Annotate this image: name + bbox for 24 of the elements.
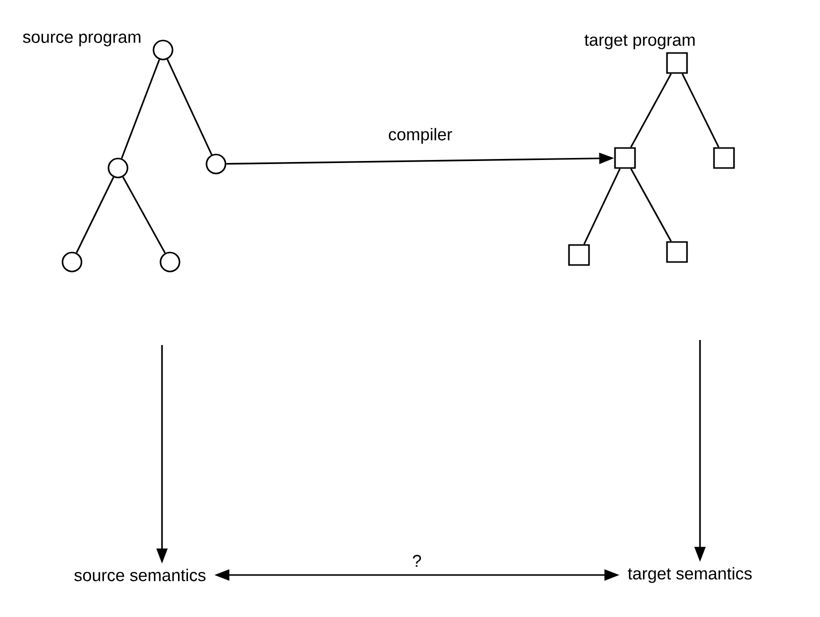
node-circle	[62, 252, 82, 272]
edge-label: compiler	[386, 126, 454, 146]
tree-branch	[122, 176, 166, 254]
tree-branch	[76, 176, 114, 254]
tree-branch	[120, 59, 160, 159]
tree-branch	[630, 168, 672, 242]
node-label: source semantics	[74, 568, 206, 582]
node-circle	[160, 252, 180, 272]
tree-branch	[630, 73, 672, 148]
node-circle	[152, 40, 174, 60]
node-circle	[108, 158, 128, 178]
node-label: target program	[584, 34, 695, 50]
tree-branch	[166, 59, 212, 155]
node-circle	[206, 154, 226, 174]
tree-branch	[583, 168, 621, 245]
node-square	[614, 147, 636, 169]
node-square	[666, 52, 688, 74]
node-label: source program	[22, 34, 140, 46]
node-square	[666, 241, 688, 263]
node-label: target semantics	[628, 567, 752, 583]
node-square	[568, 244, 590, 266]
edge-label: ?	[410, 552, 424, 569]
node-square	[713, 147, 735, 169]
tree-branch	[682, 73, 720, 148]
